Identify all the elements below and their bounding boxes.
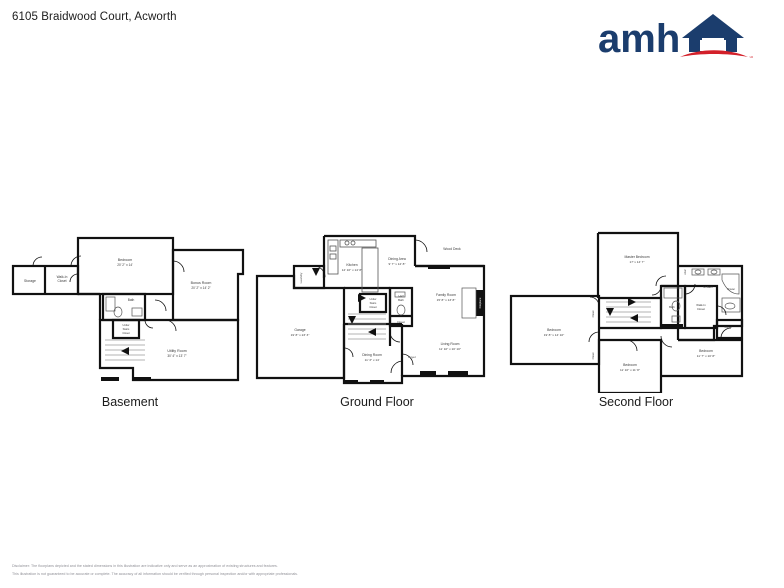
stair-threshold: [661, 324, 683, 329]
room-label-storage: Storage: [24, 279, 36, 283]
room-dims-dining-area: 9' 7" x 12' 8": [389, 262, 406, 266]
room-label-gf-under-stairs-3: Closet: [369, 305, 377, 309]
disclaimer: Disclaimer: The floorplans depicted and …: [12, 562, 532, 578]
fireplace-icon: [476, 290, 485, 316]
house-roof-inner-cut: [700, 40, 726, 51]
room-label-walkin-closet-2: Closet: [57, 279, 66, 283]
room-dims-living-room: 11' 10" x 10' 10": [439, 347, 461, 351]
page-title: 6105 Braidwood Court, Acworth: [12, 11, 177, 23]
stair-direction-arrow: [121, 347, 129, 355]
room-label-living-room: Living Room: [441, 342, 460, 346]
room-label-garage: Garage: [294, 328, 305, 332]
room-label-2f-closet: Closet: [724, 325, 732, 329]
room-label-wood-deck: Wood Deck: [443, 247, 461, 251]
room-dims-bonus-room: 20' 2" x 14' 2": [191, 286, 210, 290]
room-label-gf-under-stairs-2: Stairs: [370, 301, 377, 305]
house-roof-icon: [682, 14, 744, 52]
floor-caption-ground-floor: Ground Floor: [340, 395, 414, 409]
room-label-kitchen: Kitchen: [346, 263, 357, 267]
room-label-second-bath: Bath: [669, 305, 675, 309]
logo-trademark: ℠: [749, 56, 754, 62]
red-swoosh-icon: [680, 50, 748, 57]
room-dims-garage: 19' 8" x 23' 3": [291, 333, 310, 337]
room-dims-kitchen: 12' 10" x 14' 8": [342, 268, 362, 272]
room-label-bedroom-left: Bedroom: [547, 328, 561, 332]
floor-caption-second-floor: Second Floor: [598, 395, 674, 409]
room-label-dining-area: Dining Area: [388, 257, 406, 261]
room-label-under-stairs-3: Closet: [122, 331, 130, 335]
garage-entry-arrow: [312, 268, 320, 276]
amh-logo-svg: amh ℠: [598, 14, 754, 62]
stair-arrow-up: [348, 316, 356, 324]
room-dims-bedroom-left: 19' 8" x 14' 10": [544, 333, 564, 337]
room-dims-utility-room: 30' 4" x 13' 7": [167, 354, 186, 358]
room-dims-bedroom-center: 11' 10" x 11' 8": [620, 368, 640, 372]
room-label-linen: Linen: [684, 268, 687, 275]
stair-arrow-right: [358, 294, 366, 302]
room-label-utility-room: Utility Room: [167, 349, 186, 353]
room-label-foyer: Foyer: [408, 355, 416, 359]
room-label-under-stairs-1: Under: [122, 323, 129, 327]
disclaimer-line-1: Disclaimer: The floorplans depicted and …: [12, 564, 278, 568]
room-label-bath: Bath: [128, 298, 135, 302]
room-label-laundry: Laundry: [299, 272, 303, 283]
second-stair-arrow-right: [628, 298, 636, 306]
room-label-shower: Shower: [727, 288, 735, 291]
room-label-hall-closet-b: Closet: [592, 352, 595, 359]
room-label-bonus-room: Bonus Room: [191, 281, 212, 285]
stair-arrow-left: [368, 328, 376, 336]
room-label-family-room: Family Room: [436, 293, 456, 297]
floorplan-basement: Storage Walk-In Closet Bedroom 20' 2" x …: [5, 228, 255, 409]
room-label-half-bath-2: Bath: [398, 298, 404, 302]
basement-plan-svg: Storage Walk-In Closet Bedroom 20' 2" x …: [11, 236, 245, 382]
room-label-bedroom-center: Bedroom: [623, 363, 637, 367]
room-label-dining-room: Dining Room: [362, 353, 382, 357]
room-label-master-bedroom: Master Bedroom: [624, 255, 649, 259]
room-label-gf-under-stairs-1: Under: [369, 297, 376, 301]
logo-wordmark-text: amh: [598, 17, 680, 61]
disclaimer-line-2: This illustration is not guaranteed to b…: [12, 572, 299, 576]
room-label-fireplace: Fireplace: [478, 297, 482, 308]
room-label-bedroom-right: Bedroom: [699, 349, 713, 353]
room-dims-dining-room: 11' 3" x 14': [365, 358, 380, 362]
room-label-hall-closet-a: Closet: [592, 310, 595, 317]
floorplan-ground-floor: Kitchen 12' 10" x 14' 8" Dining Area 9' …: [252, 228, 504, 409]
floor-caption-basement: Basement: [101, 395, 159, 409]
room-label-gf-closet: Closet: [397, 320, 405, 324]
room-label-walkin-closet-2f-1: Walk-In: [696, 303, 706, 307]
room-dims-bedroom-right: 11' 7" x 10' 8": [697, 354, 715, 358]
second-floor-plan-svg: Master Bedroom 17' x 14' 7" Linen M.Bath…: [509, 231, 744, 393]
room-label-bedroom: Bedroom: [118, 258, 133, 262]
room-label-under-stairs-2: Stairs: [123, 327, 130, 331]
floorplan-second-floor: Master Bedroom 17' x 14' 7" Linen M.Bath…: [506, 228, 774, 409]
room-label-walkin-closet: Walk-In: [57, 275, 68, 279]
room-dims-bedroom: 20' 2" x 14': [117, 263, 133, 267]
room-dims-family-room: 15' 8" x 13' 8": [437, 298, 456, 302]
ground-floor-plan-svg: Kitchen 12' 10" x 14' 8" Dining Area 9' …: [255, 234, 486, 385]
room-dims-master-bedroom: 17' x 14' 7": [629, 260, 644, 264]
room-label-walkin-closet-2f-2: Closet: [697, 307, 705, 311]
room-label-master-bath: M.Bath: [703, 285, 713, 289]
second-stair-arrow-up: [606, 308, 614, 316]
room-label-half-bath-1: Half: [399, 294, 404, 298]
second-stair-arrow-left: [630, 314, 638, 322]
amh-logo: amh ℠: [596, 8, 776, 66]
